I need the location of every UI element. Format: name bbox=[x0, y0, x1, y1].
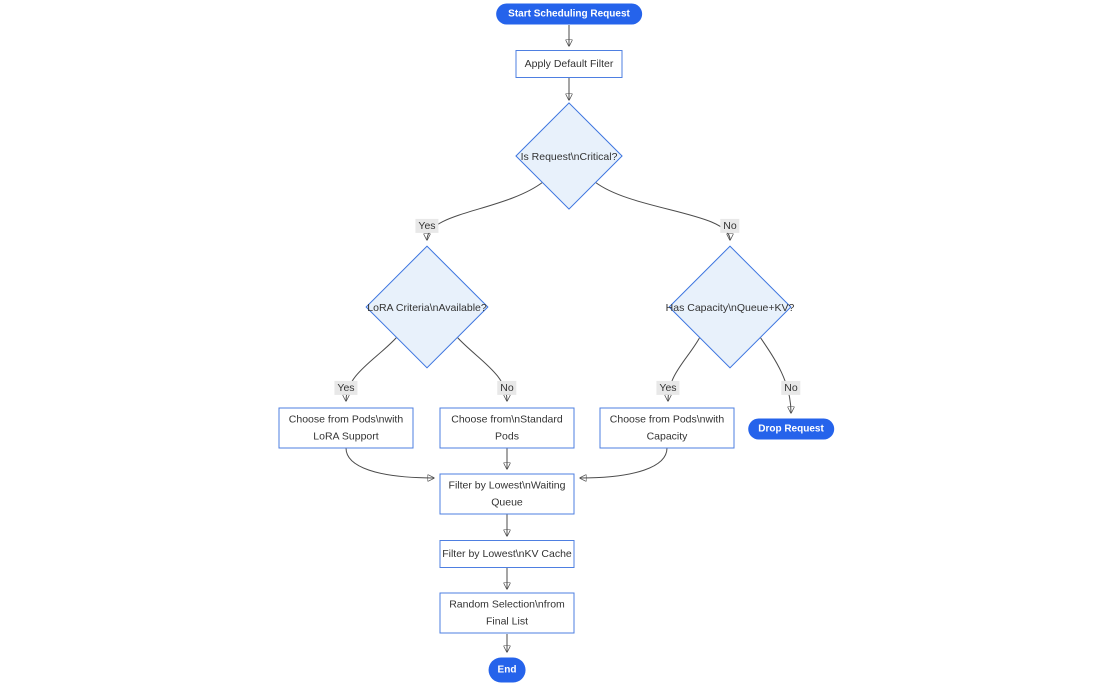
edge-label-critical-yes: Yes bbox=[415, 218, 439, 234]
node-choose-lora-pods: Choose from Pods\nwith LoRA Support bbox=[278, 407, 414, 449]
decision-is-critical-label: Is Request\nCritical? bbox=[520, 151, 618, 163]
node-end: End bbox=[488, 657, 526, 683]
edge-label-critical-no: No bbox=[720, 218, 740, 234]
edge-critical-yes bbox=[427, 181, 544, 240]
node-filter-kv-cache: Filter by Lowest\nKV Cache bbox=[439, 540, 575, 568]
node-random-selection: Random Selection\nfrom Final List bbox=[439, 592, 575, 634]
edge-label-lora-yes: Yes bbox=[334, 380, 358, 396]
decision-lora-criteria-label: LoRA Criteria\nAvailable? bbox=[367, 302, 487, 314]
edge-label-lora-no: No bbox=[497, 380, 517, 396]
node-choose-capacity-pods: Choose from Pods\nwith Capacity bbox=[599, 407, 735, 449]
edge-capacitypods-to-filterqueue bbox=[580, 447, 668, 478]
edge-lorapods-to-filterqueue bbox=[345, 447, 434, 478]
edge-label-capacity-no: No bbox=[781, 380, 801, 396]
node-start: Start Scheduling Request bbox=[496, 3, 642, 25]
node-drop-request: Drop Request bbox=[748, 418, 834, 440]
decision-has-capacity-label: Has Capacity\nQueue+KV? bbox=[665, 302, 795, 314]
edge-critical-no bbox=[594, 181, 730, 240]
node-filter-waiting-queue: Filter by Lowest\nWaiting Queue bbox=[439, 473, 575, 515]
node-choose-standard-pods: Choose from\nStandard Pods bbox=[439, 407, 575, 449]
edge-capacity-no bbox=[759, 336, 791, 413]
node-apply-default-filter: Apply Default Filter bbox=[515, 50, 623, 78]
edge-label-capacity-yes: Yes bbox=[656, 380, 680, 396]
